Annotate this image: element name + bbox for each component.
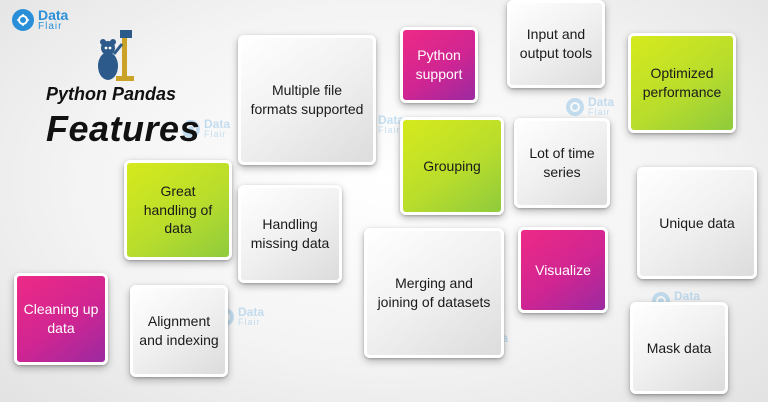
- feature-card-multiple-file-formats: Multiple file formats supported: [238, 35, 376, 165]
- page-title-line1: Python Pandas: [46, 84, 177, 104]
- watermark-brand: Data: [588, 95, 615, 109]
- feature-card-cleaning-up-data: Cleaning up data: [14, 273, 108, 365]
- watermark-brand: Data: [674, 289, 701, 303]
- watermark-sub: Flair: [588, 107, 611, 117]
- feature-card-grouping: Grouping: [400, 117, 504, 215]
- brand-name: Data: [38, 7, 69, 23]
- dataflair-logo-icon: [566, 97, 584, 116]
- watermark-brand: Data: [378, 113, 405, 127]
- feature-card-optimized-performance: Optimized performance: [628, 33, 736, 133]
- page-title-line2: Features: [46, 108, 201, 149]
- dataflair-logo: Data Flair: [12, 8, 68, 32]
- watermark-brand: Data: [238, 305, 265, 319]
- feature-card-visualize: Visualize: [518, 227, 608, 313]
- feature-card-python-support: Python support: [400, 27, 478, 103]
- watermark-brand: Data: [204, 117, 231, 131]
- watermark-sub: Flair: [378, 125, 401, 135]
- panda-mascot-icon: [98, 30, 134, 81]
- feature-card-mask-data: Mask data: [630, 302, 728, 394]
- brand-sub: Flair: [38, 21, 63, 32]
- feature-card-unique-data: Unique data: [637, 167, 757, 279]
- feature-card-handling-missing-data: Handling missing data: [238, 185, 342, 283]
- feature-card-great-handling: Great handling of data: [124, 160, 232, 260]
- feature-card-time-series: Lot of time series: [514, 118, 610, 208]
- feature-card-input-output-tools: Input and output tools: [507, 0, 605, 88]
- watermark-sub: Flair: [238, 317, 261, 327]
- dataflair-logo-icon: [182, 119, 200, 138]
- watermark-sub: Flair: [204, 129, 227, 139]
- feature-card-alignment-indexing: Alignment and indexing: [130, 285, 228, 377]
- dataflair-logo-icon: [12, 9, 34, 31]
- feature-card-merging-joining: Merging and joining of datasets: [364, 228, 504, 358]
